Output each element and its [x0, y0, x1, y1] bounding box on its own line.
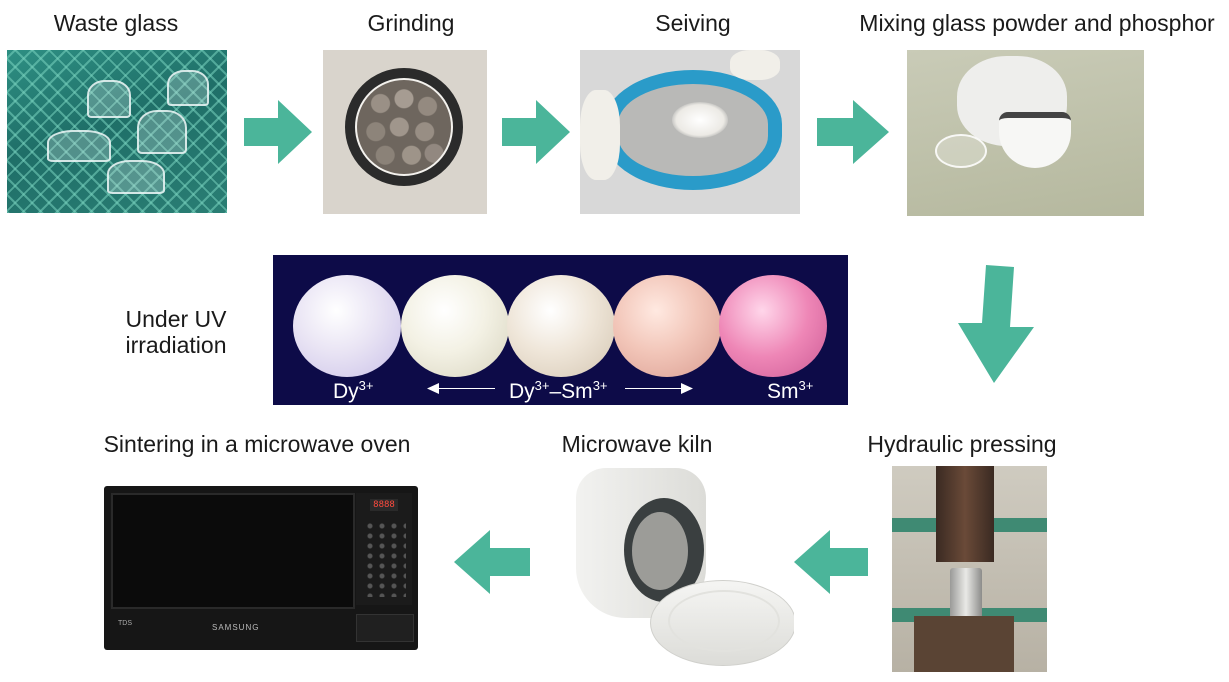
label-waste-glass: Waste glass — [53, 10, 179, 36]
sample-sphere-mix1 — [401, 275, 509, 377]
arrowhead-right-icon — [681, 383, 693, 394]
microwave-display: 8888 — [370, 499, 398, 511]
grinding-balls — [357, 80, 451, 174]
kiln-lid-rim — [668, 590, 780, 652]
arrow-right-line — [625, 388, 685, 389]
arrow-right-icon — [502, 100, 570, 164]
uv-label-line1: Under UV — [125, 306, 227, 332]
arrow-left-icon — [454, 530, 530, 594]
label-kiln: Microwave kiln — [561, 431, 713, 457]
arrow-shape — [817, 100, 889, 164]
seiving-photo — [580, 50, 800, 214]
label-sintering: Sintering in a microwave oven — [103, 431, 411, 457]
gloved-hand — [730, 50, 780, 80]
arrow-right-icon — [817, 100, 889, 164]
microwave-badge: TDS — [118, 620, 132, 627]
press-piston — [936, 466, 994, 562]
arrow-shape — [244, 100, 312, 164]
ion-label-dy: Dy3+ — [333, 378, 374, 403]
sample-sphere-dy — [293, 275, 401, 377]
microwave-control-panel: 8888 — [356, 493, 412, 605]
waste-glass-photo — [7, 50, 227, 213]
arrow-shape — [794, 530, 868, 594]
uv-label-line2: irradiation — [125, 332, 227, 358]
arrow-left-line — [435, 388, 495, 389]
arrowhead-left-icon — [427, 383, 439, 394]
kiln-susceptor — [632, 512, 688, 590]
arrow-shape — [454, 530, 530, 594]
mixing-photo — [907, 50, 1144, 216]
gloved-hand — [580, 90, 620, 180]
glass-piece — [137, 110, 187, 154]
arrow-right-icon — [244, 100, 312, 164]
mortar — [999, 112, 1071, 168]
glass-piece — [47, 130, 111, 162]
press-base — [914, 616, 1014, 672]
arrow-down-icon — [956, 265, 1036, 383]
microwave-keypad — [364, 521, 406, 597]
arrow-shape — [502, 100, 570, 164]
label-hydraulic: Hydraulic pressing — [867, 431, 1057, 457]
glass-piece — [107, 160, 165, 194]
ion-label-dy-sm: Dy3+–Sm3+ — [509, 378, 608, 403]
arrow-shape — [958, 265, 1034, 383]
hydraulic-press-photo — [892, 466, 1047, 672]
ion-label-sm: Sm3+ — [767, 378, 814, 403]
glass-powder — [672, 102, 728, 138]
glass-piece — [87, 80, 131, 118]
label-grinding: Grinding — [367, 10, 455, 36]
microwave-kiln-photo — [572, 462, 794, 670]
grinding-photo — [323, 50, 487, 214]
glass-piece — [167, 70, 209, 106]
microwave-door — [111, 493, 355, 609]
label-seiving: Seiving — [655, 10, 731, 36]
sample-sphere-sm — [719, 275, 827, 377]
arrow-left-icon — [794, 530, 868, 594]
uv-photo-panel: Dy3+ Dy3+–Sm3+ Sm3+ — [273, 255, 848, 405]
microwave-drawer — [356, 614, 414, 642]
label-mixing: Mixing glass powder and phosphor — [859, 10, 1215, 36]
microwave-oven-photo: 8888 TDS SAMSUNG — [104, 486, 418, 650]
sample-sphere-mix2 — [507, 275, 615, 377]
sample-sphere-mix3 — [613, 275, 721, 377]
glass-dish — [935, 134, 987, 168]
microwave-brand-logo: SAMSUNG — [212, 623, 260, 632]
